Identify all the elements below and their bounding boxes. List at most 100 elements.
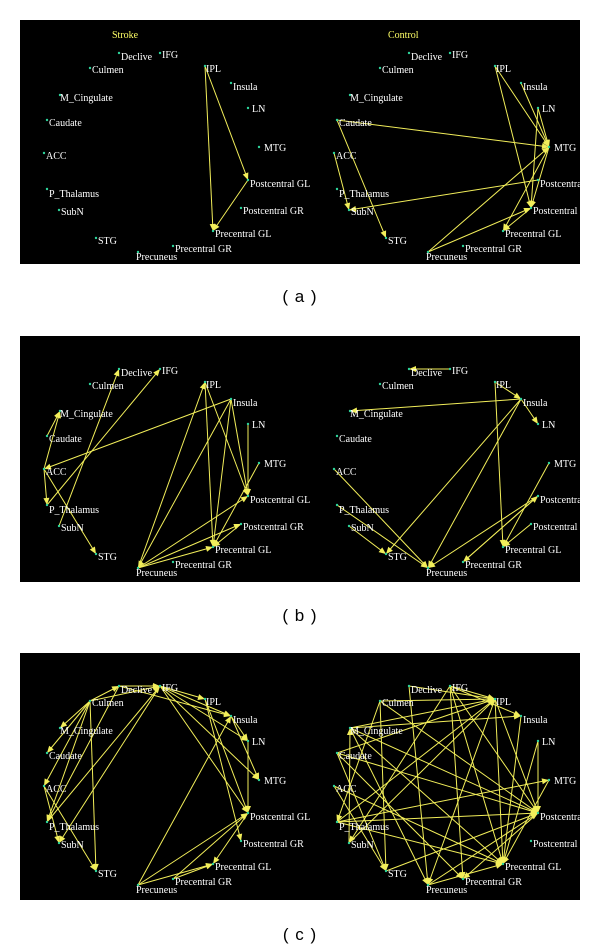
edge-c-left-22 (137, 863, 214, 886)
node-dot-a-right-insula (519, 81, 523, 85)
edge-c-right-10 (349, 698, 496, 729)
node-dot-a-left-precuneus (136, 250, 140, 254)
edge-a-left-0 (204, 65, 249, 181)
node-label-a-right-p-thalamus: P_Thalamus (339, 189, 389, 200)
node-label-b-right-culmen: Culmen (382, 381, 414, 392)
edge-b-right-11 (427, 495, 539, 569)
node-label-a-right-culmen: Culmen (382, 65, 414, 76)
arrow-head-c-left-14 (59, 835, 66, 843)
node-dot-c-left-acc (42, 784, 46, 788)
node-label-c-left-postcentral-gl: Postcentral GL (250, 812, 310, 823)
node-dot-b-right-mtg (547, 461, 551, 465)
edge-a-right-3 (494, 65, 532, 209)
node-label-a-left-ln: LN (252, 104, 265, 115)
node-label-b-right-ipl: IPL (496, 380, 511, 391)
node-label-b-left-postcentral-gr: Postcentral GR (243, 522, 304, 533)
edge-b-right-8 (336, 504, 429, 569)
node-dot-c-left-p-thalamus (45, 820, 49, 824)
arrow-head-c-left-24 (205, 863, 213, 870)
node-dot-a-right-precuneus (426, 250, 430, 254)
node-label-c-left-postcentral-gr: Postcentral GR (243, 839, 304, 850)
node-dot-a-left-culmen (88, 66, 92, 70)
edge-b-right-5 (427, 398, 522, 569)
node-label-b-right-p-thalamus: P_Thalamus (339, 505, 389, 516)
node-dot-b-left-acc (42, 467, 46, 471)
edge-c-left-15 (204, 698, 249, 814)
node-label-c-left-p-thalamus: P_Thalamus (49, 822, 99, 833)
arrow-head-c-right-39 (500, 856, 507, 864)
node-dot-c-left-insula (229, 714, 233, 718)
node-dot-c-right-p-thalamus (335, 820, 339, 824)
edge-c-left-9 (159, 685, 206, 700)
edge-b-left-10 (212, 398, 232, 548)
edge-c-left-16 (204, 698, 242, 842)
node-dot-b-right-m-cingulate (348, 409, 352, 413)
arrow-head-a-right-5 (544, 139, 550, 147)
node-label-a-left-subn: SubN (61, 207, 84, 218)
node-dot-b-left-caudate (45, 434, 49, 438)
arrow-head-c-right-38 (422, 877, 428, 885)
arrow-head-c-left-19 (245, 806, 251, 813)
node-label-b-left-mtg: MTG (264, 459, 286, 470)
node-label-a-left-caudate: Caudate (49, 118, 82, 129)
node-label-c-left-ln: LN (252, 737, 265, 748)
node-dot-a-right-ifg (448, 51, 452, 55)
arrow-head-a-right-7 (530, 200, 536, 208)
node-dot-a-left-p-thalamus (45, 187, 49, 191)
node-dot-c-right-precentral-gr (461, 877, 465, 881)
node-dot-a-right-postcentral-gr (529, 206, 533, 210)
node-label-b-right-ifg: IFG (452, 366, 468, 377)
node-label-c-left-m-cingulate: M_Cingulate (60, 726, 113, 737)
node-dot-c-right-subn (347, 841, 351, 845)
arrow-head-c-right-23 (541, 778, 549, 785)
node-label-a-left-precuneus: Precuneus (136, 252, 177, 263)
arrow-head-b-left-4 (89, 546, 96, 554)
node-dot-b-right-precuneus (426, 566, 430, 570)
edge-c-right-37 (348, 685, 451, 844)
edge-c-left-1 (89, 685, 161, 702)
node-label-b-left-precentral-gr: Precentral GR (175, 560, 232, 571)
node-label-c-left-caudate: Caudate (49, 751, 82, 762)
node-label-c-left-culmen: Culmen (92, 698, 124, 709)
node-dot-c-left-mtg (257, 778, 261, 782)
edge-a-right-2 (494, 65, 550, 148)
node-dot-b-right-precentral-gl (501, 545, 505, 549)
node-dot-a-right-p-thalamus (335, 187, 339, 191)
node-dot-b-left-stg (94, 552, 98, 556)
node-label-c-left-stg: STG (98, 869, 117, 880)
edge-c-right-39 (502, 715, 522, 865)
node-label-c-right-precentral-gl: Precentral GL (505, 862, 561, 873)
node-dot-b-right-ifg (448, 367, 452, 371)
node-label-a-left-acc: ACC (46, 151, 67, 162)
node-label-b-left-p-thalamus: P_Thalamus (49, 505, 99, 516)
node-dot-c-right-precentral-gl (501, 862, 505, 866)
node-dot-c-right-mtg (547, 778, 551, 782)
node-label-c-right-precuneus: Precuneus (426, 885, 467, 896)
node-label-a-right-ifg: IFG (452, 50, 468, 61)
node-dot-c-left-ln (246, 739, 250, 743)
node-dot-c-right-declive (407, 684, 411, 688)
node-dot-a-right-declive (407, 51, 411, 55)
arrow-head-b-left-0 (44, 463, 52, 470)
edge-c-right-35 (385, 812, 539, 872)
edge-c-right-26 (494, 698, 504, 865)
arrow-head-b-right-6 (386, 546, 393, 554)
node-dot-b-right-ln (536, 422, 540, 426)
edge-b-right-7 (333, 468, 429, 569)
arrow-head-b-right-12 (503, 540, 511, 547)
node-label-a-left-ipl: IPL (206, 64, 221, 75)
node-label-c-right-postcentral-gr: Postcentral GR (533, 839, 580, 850)
node-dot-a-right-ln (536, 106, 540, 110)
node-label-c-right-precentral-gr: Precentral GR (465, 877, 522, 888)
arrow-head-c-right-34 (495, 862, 503, 869)
edge-a-left-1 (204, 65, 214, 232)
node-dot-c-right-caudate (335, 751, 339, 755)
node-dot-a-left-insula (229, 81, 233, 85)
edge-b-left-6 (58, 368, 120, 527)
node-label-c-right-ipl: IPL (496, 697, 511, 708)
edge-b-right-6 (385, 398, 522, 555)
node-label-a-right-m-cingulate: M_Cingulate (350, 93, 403, 104)
edge-c-left-11 (159, 685, 249, 742)
node-dot-c-left-subn (57, 841, 61, 845)
